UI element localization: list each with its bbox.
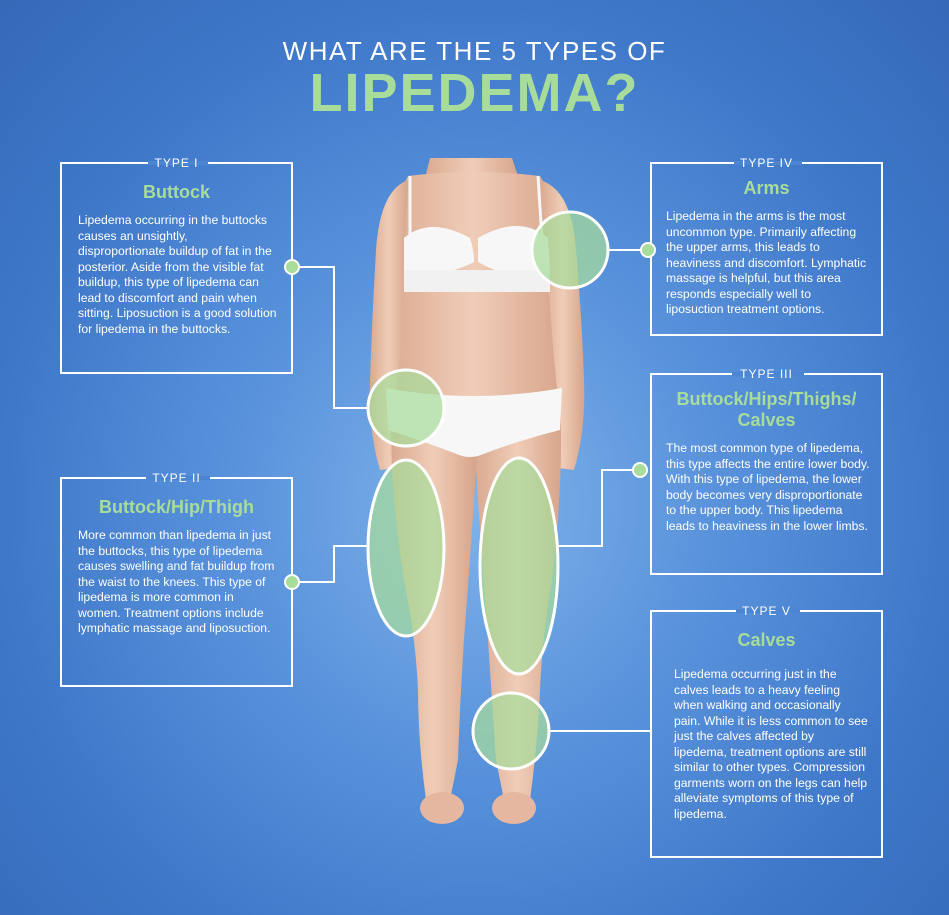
title-main: LIPEDEMA? xyxy=(309,63,640,123)
type-2-box: TYPE II Buttock/Hip/Thigh More common th… xyxy=(60,471,293,687)
connector-type-2 xyxy=(300,545,368,583)
type-1-tag: TYPE I xyxy=(154,156,199,170)
type-4-box: TYPE IV Arms Lipedema in the arms is the… xyxy=(650,156,883,336)
region-calves xyxy=(471,691,551,771)
type-5-tag: TYPE V xyxy=(742,604,791,618)
type-4-title: Arms xyxy=(743,178,790,198)
type-3-dot xyxy=(632,462,648,478)
connector-type-3 xyxy=(558,469,640,547)
type-1-body: Lipedema occurring in the buttocks cause… xyxy=(78,213,277,336)
type-4-dot xyxy=(640,242,656,258)
region-arms xyxy=(530,210,610,290)
type-5-title: Calves xyxy=(737,630,796,650)
type-1-title: Buttock xyxy=(143,182,210,202)
title-line-1: WHAT ARE THE 5 TYPES OF xyxy=(282,36,667,66)
bra xyxy=(404,226,550,275)
type-1-dot xyxy=(284,259,300,275)
type-1-box: TYPE I Buttock Lipedema occurring in the… xyxy=(60,156,293,374)
type-4-body: Lipedema in the arms is the most uncommo… xyxy=(666,209,867,316)
type-5-body: Lipedema occurring just in the calves le… xyxy=(674,667,868,821)
type-2-title: Buttock/Hip/Thigh xyxy=(99,497,254,517)
left-foot xyxy=(420,792,464,824)
region-right-thigh xyxy=(478,456,560,676)
type-4-tag: TYPE IV xyxy=(739,156,794,170)
region-left-thigh xyxy=(366,458,446,638)
region-buttock xyxy=(366,368,446,448)
type-3-body: The most common type of lipedema, this t… xyxy=(666,441,870,533)
type-2-body: More common than lipedema in just the bu… xyxy=(78,528,275,635)
type-2-tag: TYPE II xyxy=(152,471,201,485)
type-3-tag: TYPE III xyxy=(740,367,793,381)
type-3-title: Buttock/Hips/Thighs/ Calves xyxy=(676,389,857,430)
connector-type-1 xyxy=(300,266,368,409)
right-foot xyxy=(492,792,536,824)
type-2-dot xyxy=(284,574,300,590)
type-5-box: TYPE V Calves Lipedema occurring just in… xyxy=(650,604,883,858)
type-3-box: TYPE III Buttock/Hips/Thighs/ Calves The… xyxy=(650,367,883,575)
